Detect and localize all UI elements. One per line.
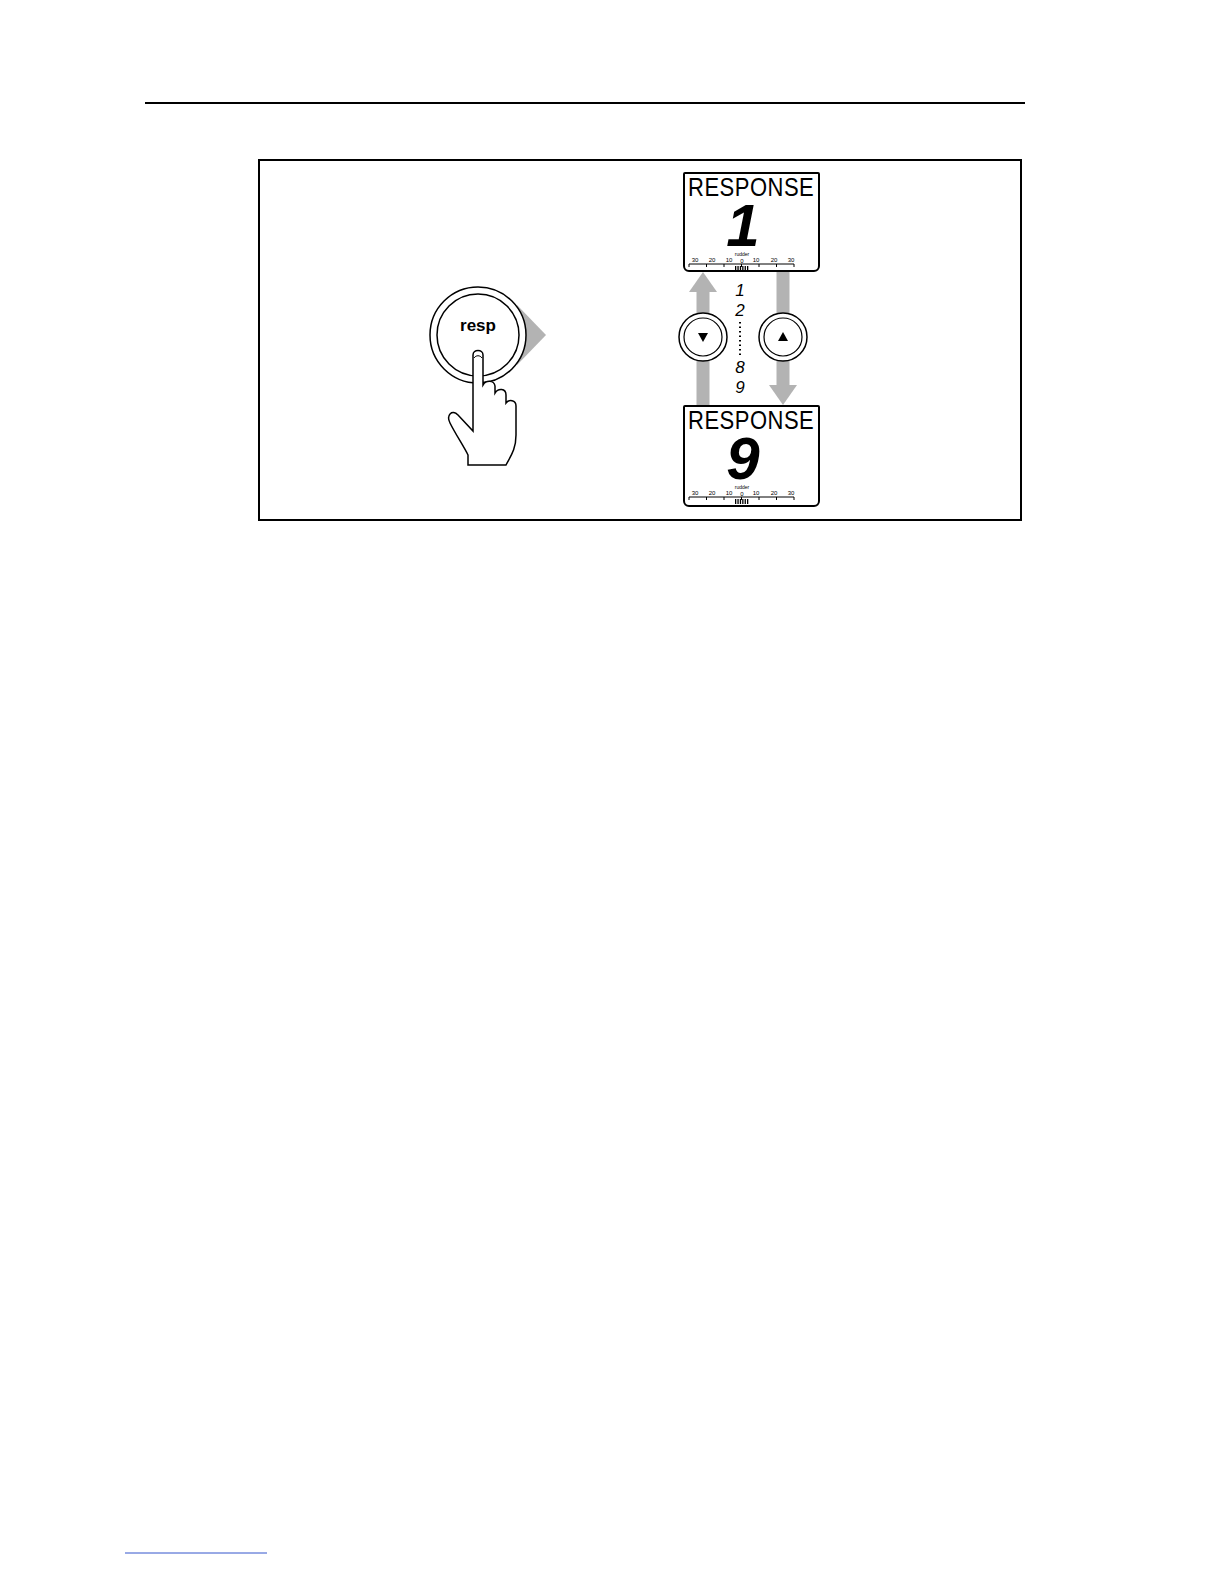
range-number: 1 [735, 282, 744, 299]
scale-label: 20 [771, 257, 778, 263]
scale-label: 10 [753, 257, 760, 263]
display-value: 1 [726, 196, 759, 256]
scale-label: 20 [771, 490, 778, 496]
lcd-display: RESPONSE9302010rudder0102030 [683, 405, 820, 507]
footer-link-line [125, 1553, 267, 1554]
scale-label: 0 [740, 491, 743, 497]
scale-label: 30 [788, 257, 795, 263]
pressing-hand [449, 351, 516, 466]
lcd-display: RESPONSE1302010rudder0102030 [683, 172, 820, 272]
range-number: 8 [735, 359, 744, 376]
range-number: 9 [735, 379, 744, 396]
range-number: 2 [735, 302, 744, 319]
scale-label: 20 [709, 490, 716, 496]
resp-button: resp [428, 285, 528, 385]
up-button [759, 313, 807, 361]
scale-label: rudder [735, 485, 749, 490]
display-value: 9 [726, 429, 759, 489]
scale-label: 30 [692, 490, 699, 496]
header-rule [145, 102, 1025, 104]
scale-label: 20 [709, 257, 716, 263]
scale-label: rudder [735, 252, 749, 257]
range-dots [739, 322, 741, 358]
scale-label: 0 [740, 258, 743, 264]
scale-label: 30 [788, 490, 795, 496]
button-label: resp [460, 317, 496, 334]
down-button [679, 313, 727, 361]
button-outline [428, 285, 528, 385]
scale-label: 10 [726, 257, 733, 263]
figure-frame [259, 160, 1021, 520]
scale-label: 30 [692, 257, 699, 263]
scale-label: 10 [753, 490, 760, 496]
scale-label: 10 [726, 490, 733, 496]
